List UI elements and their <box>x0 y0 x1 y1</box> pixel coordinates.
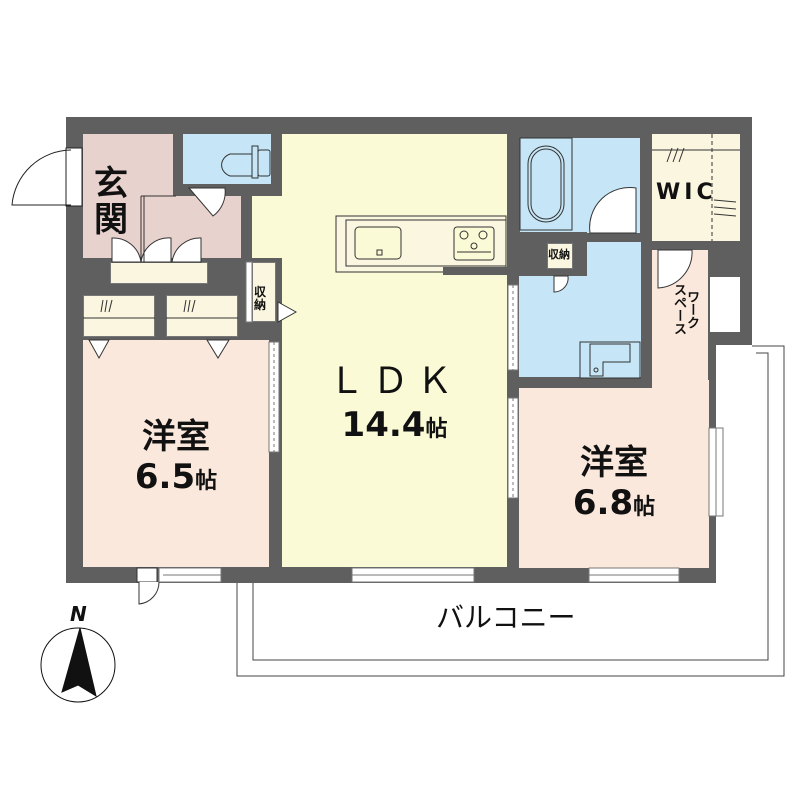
work-space-label-line1: ワーク <box>684 289 699 329</box>
walk-in-closet <box>652 134 740 241</box>
closet-marks-icon <box>83 299 238 360</box>
wic-label: WIC <box>656 180 717 205</box>
western-room-1-area-value: 6.5 <box>134 457 196 497</box>
western-room-2-label: 洋室 6.8帖 <box>519 446 709 520</box>
western-room-2 <box>519 388 709 568</box>
closet-bedroom1-a <box>83 295 155 337</box>
western-room-1-area: 6.5帖 <box>83 460 269 494</box>
ldk-label: ＬＤＫ 14.4帖 <box>282 361 507 443</box>
toilet-icon <box>221 145 271 179</box>
ldk-area: 14.4帖 <box>282 408 507 442</box>
western-room-1 <box>83 340 269 567</box>
entrance-label-line2: 関 <box>94 200 128 240</box>
kitchen-counter-icon <box>335 215 507 273</box>
western-room-2-area: 6.8帖 <box>519 486 709 520</box>
hallway <box>252 196 282 258</box>
storage-1-label-line2: 納 <box>254 298 267 312</box>
storage-closet-1 <box>252 262 276 322</box>
western-room-2-name: 洋室 <box>580 443 648 483</box>
storage-1-label: 収 納 <box>254 286 266 312</box>
entrance-label: 玄 関 <box>94 166 128 238</box>
balcony-label: バルコニー <box>436 601 576 634</box>
window-icon <box>708 427 724 517</box>
front-door-icon <box>11 147 83 207</box>
entrance-label-line1: 玄 <box>94 164 128 204</box>
western-room-1-area-unit: 帖 <box>195 469 218 494</box>
exterior-alcove <box>710 277 740 332</box>
shoe-cabinet-doors-icon <box>111 195 202 263</box>
storage-1-label-line1: 収 <box>254 285 267 299</box>
storage-2-label: 収納 <box>548 248 570 261</box>
western-room-2-area-unit: 帖 <box>633 495 656 520</box>
ldk-area-value: 14.4 <box>341 405 426 445</box>
ldk-room <box>282 134 507 567</box>
compass-icon <box>40 627 116 703</box>
work-space-label: ワーク スペース <box>671 283 699 335</box>
storage-small-door-icon <box>553 275 569 293</box>
bathtub-icon <box>519 137 573 231</box>
work-space-label-line2: スペース <box>671 283 686 335</box>
wic-door-icon <box>657 249 693 289</box>
storage-closet-2 <box>547 243 573 269</box>
washbasin-icon <box>579 341 641 379</box>
western-room-1-label: 洋室 6.5帖 <box>83 420 269 494</box>
bath-door-icon <box>589 187 637 234</box>
storage-door-icon <box>277 301 298 323</box>
south-windows-icon <box>158 567 680 583</box>
ldk-name: ＬＤＫ <box>328 361 461 402</box>
kitchen-wall <box>443 267 507 275</box>
toilet-door-icon <box>187 187 226 217</box>
western-room-2-area-value: 6.8 <box>572 483 634 523</box>
wic-marks-icon <box>652 134 740 241</box>
western-room-1-name: 洋室 <box>142 417 210 457</box>
service-door-icon <box>136 567 160 605</box>
closet-bedroom1-b <box>166 295 238 337</box>
sliding-door-icon <box>245 261 519 499</box>
compass-north-label: N <box>70 602 87 626</box>
western-room-2-ext <box>652 380 709 400</box>
balcony-outline <box>236 345 785 677</box>
ldk-area-unit: 帖 <box>425 417 448 442</box>
